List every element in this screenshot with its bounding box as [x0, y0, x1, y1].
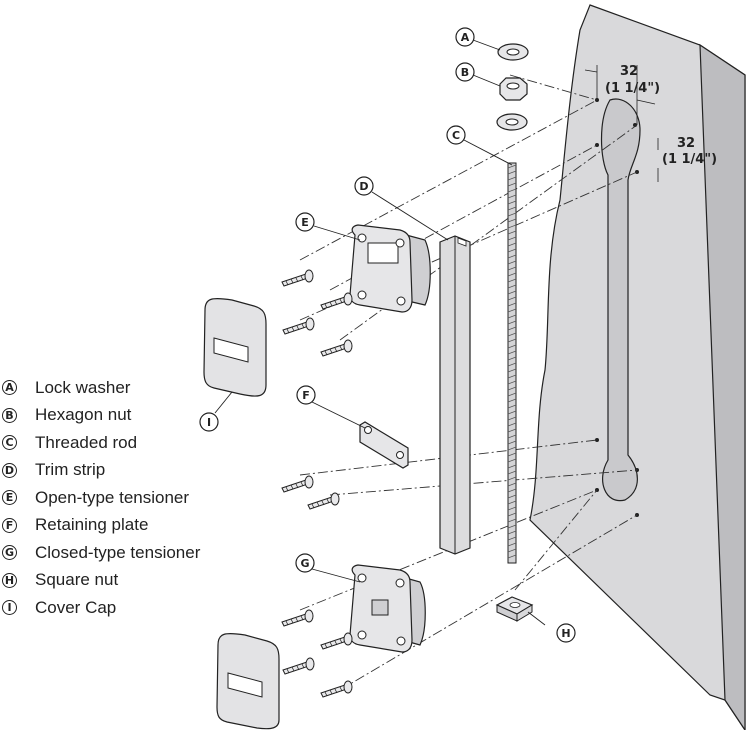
legend-item-retaining-plate: F Retaining plate [0, 512, 240, 540]
threaded-rod-part [507, 162, 517, 564]
legend-label: Cover Cap [35, 597, 117, 617]
legend-label: Open-type tensioner [35, 487, 190, 507]
screw [281, 269, 314, 287]
dimension-vertical-imperial: (1 1/4") [662, 152, 717, 167]
callout-f: F [296, 385, 316, 405]
legend-label: Hexagon nut [35, 405, 132, 425]
screw [320, 680, 353, 698]
legend-label: Square nut [35, 570, 119, 590]
legend-badge: E [2, 490, 17, 506]
parts-legend: A Lock washer B Hexagon nut C Threaded r… [0, 374, 240, 622]
legend-item-square-nut: H Square nut [0, 567, 240, 595]
callout-e: E [295, 212, 315, 232]
legend-badge: I [2, 600, 17, 616]
dimension-vertical-value: 32 [677, 136, 695, 151]
legend-label: Trim strip [35, 460, 106, 480]
legend-item-open-type-tensioner: E Open-type tensioner [0, 484, 240, 512]
svg-text:I: I [207, 416, 211, 429]
svg-text:D: D [359, 180, 368, 193]
square-nut-part [495, 596, 534, 622]
svg-text:C: C [452, 129, 460, 142]
screw [282, 657, 315, 675]
trim-strip-part [439, 235, 471, 555]
legend-item-threaded-rod: C Threaded rod [0, 429, 240, 457]
callout-b: B [455, 62, 475, 82]
callout-c: C [446, 125, 466, 145]
hexagon-nut-part [499, 77, 528, 101]
legend-badge: A [2, 380, 17, 396]
screw [307, 492, 340, 510]
callout-labels: A B C D E F G H I [199, 27, 576, 643]
legend-label: Threaded rod [35, 432, 138, 452]
screw [282, 317, 315, 335]
legend-item-hexagon-nut: B Hexagon nut [0, 402, 240, 430]
legend-label: Retaining plate [35, 515, 149, 535]
screw [281, 475, 314, 493]
svg-text:E: E [301, 216, 309, 229]
dimension-horizontal-imperial: (1 1/4") [605, 81, 660, 96]
screws [281, 269, 353, 698]
svg-text:H: H [561, 627, 570, 640]
dimension-horizontal-value: 32 [620, 64, 638, 79]
leader-lines [214, 39, 546, 626]
screw [281, 609, 314, 627]
legend-badge: F [2, 517, 17, 533]
svg-text:F: F [302, 389, 310, 402]
callout-a: A [455, 27, 475, 47]
callout-d: D [354, 176, 374, 196]
legend-badge: H [2, 572, 17, 588]
open-type-tensioner-part [349, 224, 431, 313]
cover-cap-part-upper [203, 298, 267, 397]
legend-label: Lock washer [35, 377, 131, 397]
legend-badge: D [2, 462, 17, 478]
cover-cap-part-lower [216, 633, 280, 730]
svg-text:B: B [461, 66, 469, 79]
door-panel [529, 4, 746, 730]
legend-item-cover-cap: I Cover Cap [0, 594, 240, 622]
dimension-annotations: 32 (1 1/4") 32 (1 1/4") [584, 64, 717, 182]
svg-text:A: A [461, 31, 470, 44]
screw [320, 632, 353, 650]
lock-washer-part-2 [496, 113, 528, 131]
callout-i: I [199, 412, 219, 432]
legend-badge: C [2, 435, 17, 451]
lock-washer-part [497, 43, 529, 61]
legend-badge: G [2, 545, 17, 561]
legend-item-lock-washer: A Lock washer [0, 374, 240, 402]
screw [320, 292, 353, 310]
screw [320, 339, 353, 357]
legend-badge: B [2, 407, 17, 423]
legend-item-trim-strip: D Trim strip [0, 457, 240, 485]
retaining-plate-part [359, 421, 409, 469]
svg-text:G: G [300, 557, 309, 570]
legend-label: Closed-type tensioner [35, 542, 201, 562]
callout-h: H [556, 623, 576, 643]
callout-g: G [295, 553, 315, 573]
legend-item-closed-type-tensioner: G Closed-type tensioner [0, 539, 240, 567]
closed-type-tensioner-part [349, 564, 426, 653]
